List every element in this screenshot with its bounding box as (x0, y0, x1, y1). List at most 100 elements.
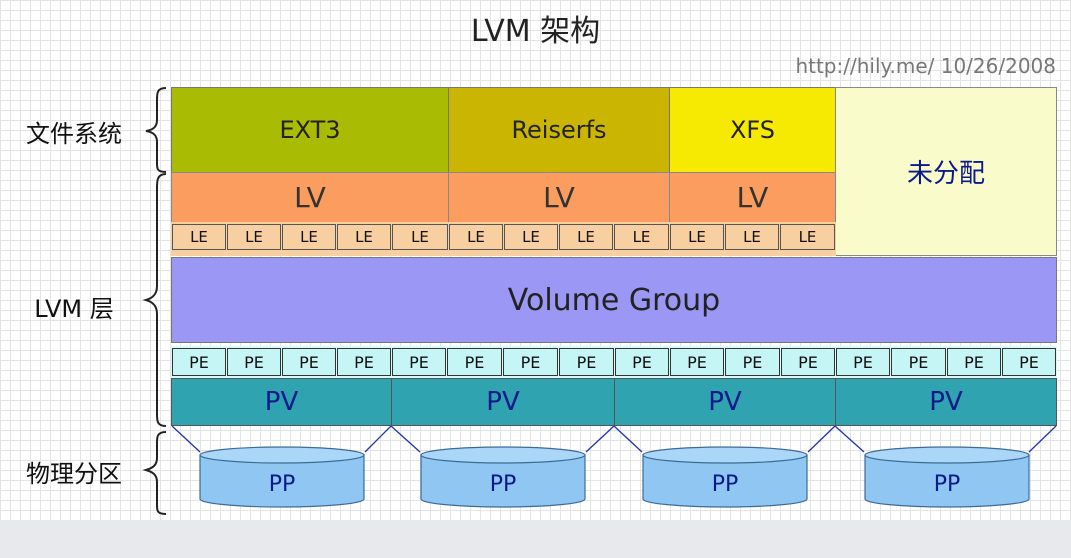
le-label: LE (522, 228, 540, 246)
pp-cylinder: PP (199, 446, 365, 508)
physical-partition-brace (142, 431, 167, 515)
pe-cell: PE (947, 348, 1001, 376)
lv-reiserfs: LV (448, 172, 670, 223)
pp-cylinder: PP (864, 446, 1030, 508)
fs-xfs: XFS (669, 87, 836, 173)
pv-block: PV (391, 378, 615, 426)
pe-label: PE (189, 352, 209, 372)
lv-label: LV (736, 181, 769, 214)
le-label: LE (355, 228, 373, 246)
le-cell: LE (504, 224, 558, 250)
pe-label: PE (1019, 352, 1039, 372)
pv-label: PV (486, 387, 520, 417)
pe-label: PE (299, 352, 319, 372)
le-label: LE (577, 228, 595, 246)
pv-label: PV (708, 387, 742, 417)
le-label: LE (245, 228, 263, 246)
pp-label: PP (489, 472, 517, 497)
physical-partition-label: 物理分区 (26, 460, 122, 488)
pp-label: PP (933, 472, 961, 497)
unallocated-label: 未分配 (906, 159, 985, 189)
le-label: LE (632, 228, 651, 246)
le-cell: LE (392, 224, 448, 250)
le-label: LE (190, 228, 208, 246)
pe-label: PE (354, 352, 374, 372)
pe-cell: PE (447, 348, 502, 376)
le-label: LE (467, 228, 485, 246)
pe-label: PE (464, 352, 485, 372)
lvm-layer-label: LVM 层 (34, 295, 114, 323)
cylinder-icon (864, 446, 1030, 508)
le-cell: LE (449, 224, 503, 250)
le-cell: LE (670, 224, 724, 250)
le-cell: LE (559, 224, 613, 250)
unallocated-block: 未分配 (835, 87, 1057, 256)
pe-label: PE (520, 352, 541, 372)
le-label: LE (688, 228, 706, 246)
pp-cylinder: PP (420, 446, 586, 508)
pe-cell: PE (891, 348, 946, 376)
cylinder-icon (642, 446, 808, 508)
le-cell: LE (227, 224, 281, 250)
brace-and-connector-lines (142, 87, 1057, 515)
le-cell: LE (172, 224, 226, 250)
pp-cylinder: PP (642, 446, 808, 508)
le-label: LE (300, 228, 318, 246)
le-cell: LE (337, 224, 391, 250)
pe-cell: PE (227, 348, 281, 376)
pv-label: PV (929, 387, 963, 417)
pe-cell: PE (615, 348, 669, 376)
fs-xfs-label: XFS (729, 116, 776, 144)
lvm-layer-brace (142, 173, 167, 427)
pe-label: PE (742, 352, 763, 372)
source-credit: http://hily.me/ 10/26/2008 (795, 54, 1056, 78)
pv-block: PV (835, 378, 1057, 426)
fs-ext3: EXT3 (171, 87, 449, 173)
lv-label: LV (543, 181, 575, 214)
pe-label: PE (632, 352, 652, 372)
cylinder-icon (199, 446, 365, 508)
fs-ext3-label: EXT3 (279, 116, 341, 144)
pe-cell: PE (337, 348, 391, 376)
pe-label: PE (244, 352, 264, 372)
le-label: LE (798, 228, 817, 246)
pe-label: PE (964, 352, 984, 372)
le-cell: LE (725, 224, 779, 250)
fs-reiserfs: Reiserfs (448, 87, 670, 173)
pe-cell: PE (559, 348, 614, 376)
pe-cell: PE (503, 348, 558, 376)
pe-cell: PE (392, 348, 446, 376)
pe-label: PE (798, 352, 818, 372)
le-cell: LE (780, 224, 835, 250)
lv-label: LV (294, 181, 326, 214)
pv-block: PV (171, 378, 392, 426)
volume-group: Volume Group (171, 257, 1057, 343)
pe-cell: PE (282, 348, 336, 376)
diagram-title: LVM 架构 (470, 14, 601, 49)
pe-cell: PE (1002, 348, 1056, 376)
cylinder-icon (420, 446, 586, 508)
pe-label: PE (687, 352, 707, 372)
pe-label: PE (409, 352, 429, 372)
fs-reiserfs-label: Reiserfs (511, 116, 607, 144)
pe-cell: PE (781, 348, 835, 376)
pe-cell: PE (172, 348, 226, 376)
filesystem-label: 文件系统 (26, 120, 122, 148)
pp-label: PP (711, 472, 739, 497)
volume-group-label: Volume Group (507, 282, 721, 318)
pe-cell: PE (725, 348, 780, 376)
pe-label: PE (576, 352, 597, 372)
pp-label: PP (268, 472, 296, 497)
pe-cell: PE (670, 348, 724, 376)
lv-xfs: LV (669, 172, 836, 223)
pv-label: PV (264, 387, 299, 417)
le-cell: LE (614, 224, 669, 250)
le-label: LE (743, 228, 761, 246)
le-label: LE (411, 228, 429, 246)
lv-ext3: LV (171, 172, 449, 223)
le-cell: LE (282, 224, 336, 250)
pv-block: PV (614, 378, 836, 426)
pe-cell: PE (836, 348, 890, 376)
diagram-canvas: LVM 架构 http://hily.me/ 10/26/2008 文件系统 L… (0, 0, 1071, 520)
pe-label: PE (908, 352, 929, 372)
